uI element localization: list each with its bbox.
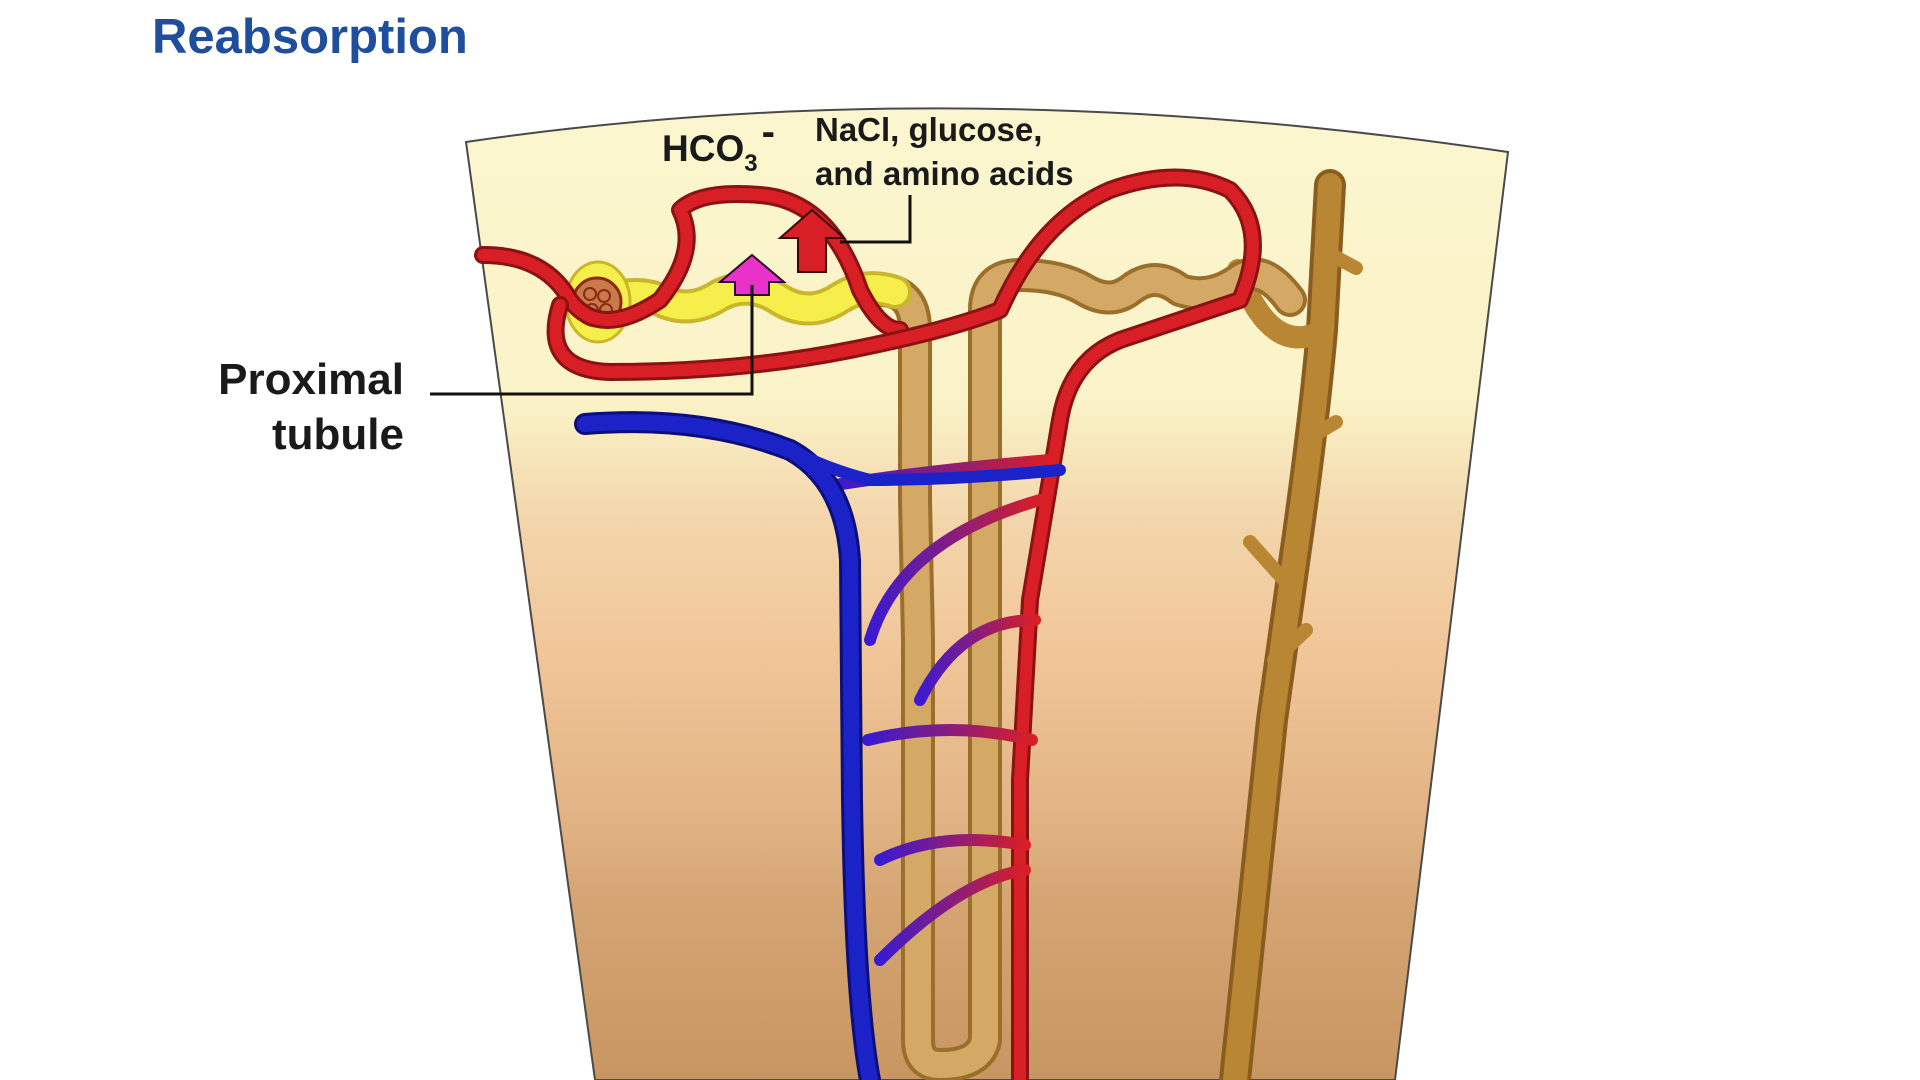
proximal-leader-line	[430, 285, 754, 396]
nacl-label-line2: and amino acids	[815, 155, 1074, 192]
proximal-label-line2: tubule	[272, 410, 404, 459]
hco3-subscript: 3	[744, 150, 758, 177]
vein	[574, 411, 1066, 1080]
proximal-tubule-label: Proximal tubule	[200, 352, 404, 462]
hco3-arrow	[717, 253, 787, 296]
collecting-duct	[1219, 169, 1363, 1080]
proximal-label-line1: Proximal	[218, 355, 404, 404]
slide-title: Reabsorption	[152, 10, 468, 64]
nacl-arrow	[777, 208, 847, 273]
leader-lines	[430, 195, 912, 396]
peritubular-capillaries	[474, 168, 1262, 1080]
nacl-glucose-label: NaCl, glucose, and amino acids	[815, 108, 1074, 196]
hco3-superscript: -	[761, 110, 775, 154]
loop-of-henle	[863, 257, 1307, 1080]
nacl-leader-line	[840, 195, 912, 244]
hco3-label: HCO3-	[662, 112, 775, 176]
nacl-label-line1: NaCl, glucose,	[815, 111, 1043, 148]
hco3-text: HCO	[662, 128, 745, 169]
